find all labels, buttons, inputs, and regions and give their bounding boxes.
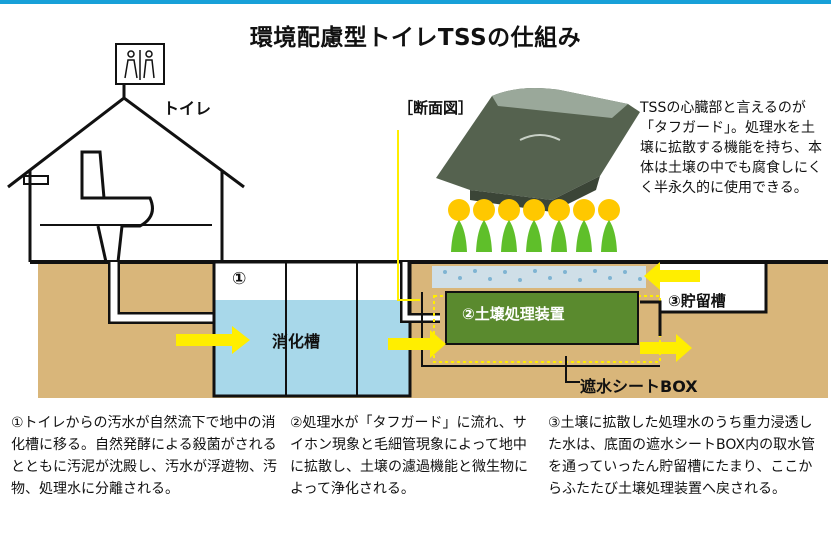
outflow-pipe: [402, 262, 440, 321]
marker-1-bg: [228, 268, 260, 294]
toilet-label: トイレ: [163, 99, 212, 118]
tulip-2: [473, 199, 495, 252]
waterproof-box-label: 遮水シートBOX: [580, 377, 698, 396]
treatment-device: [445, 291, 639, 345]
section-leader-line: [397, 130, 420, 301]
toilet-sign-icon: [124, 50, 155, 80]
gravel-dots: [443, 269, 642, 282]
caption-step-3: ③土壌に拡散した処理水のうち重力浸透した水は、底面の遮水シートBOX内の取水管を…: [548, 415, 816, 497]
treatment-device-label: ②土壌処理装置: [462, 305, 565, 323]
flow-arrow-return: [644, 262, 700, 290]
top-accent-bar: [0, 0, 831, 4]
caption-step-2: ②処理水が「タフガード」に流れ、サイホン現象と毛細管現象によって地中に拡散し、土…: [290, 415, 528, 497]
flow-arrow-drain: [640, 334, 692, 362]
tulip-3: [498, 199, 520, 252]
tulip-7: [598, 199, 620, 252]
tough-guard-description: TSSの心臓部と言えるのが「タフガード」。処理水を土壌に拡散する機能を持ち、本体…: [640, 100, 822, 196]
cross-section-label: ［断面図］: [398, 99, 474, 117]
flow-arrow-to-device: [388, 330, 446, 358]
tulip-4: [523, 199, 545, 252]
storage-return-pipe: [640, 300, 662, 336]
digestion-tank: [212, 260, 412, 398]
house-eave-left: [23, 175, 49, 185]
marker-1: ①: [232, 269, 247, 289]
storage-tank-label: ③貯留槽: [668, 292, 726, 310]
storage-tank: [660, 260, 768, 314]
flow-arrows: [176, 262, 700, 362]
tough-guard-cross-section-image: [436, 88, 640, 212]
page-title: 環境配慮型トイレTSSの仕組み: [249, 25, 582, 51]
tulip-row: [448, 199, 620, 252]
toilet-bowl-icon: [80, 150, 154, 263]
caption-step-1: ①トイレからの汚水が自然流下で地中の消化槽に移る。自然発酵による殺菌がされるとと…: [11, 415, 277, 497]
waterproof-sheet-outline: [421, 292, 660, 367]
gravel-layer: [432, 266, 646, 288]
flow-arrow-in: [176, 326, 250, 354]
tulip-5: [548, 199, 570, 252]
drain-pipe: [110, 262, 214, 322]
digestion-tank-water: [214, 300, 410, 396]
digestion-tank-label: 消化槽: [272, 332, 321, 351]
box-leader-line: [565, 356, 580, 383]
tulip-1: [448, 199, 470, 252]
tulip-6: [573, 199, 595, 252]
